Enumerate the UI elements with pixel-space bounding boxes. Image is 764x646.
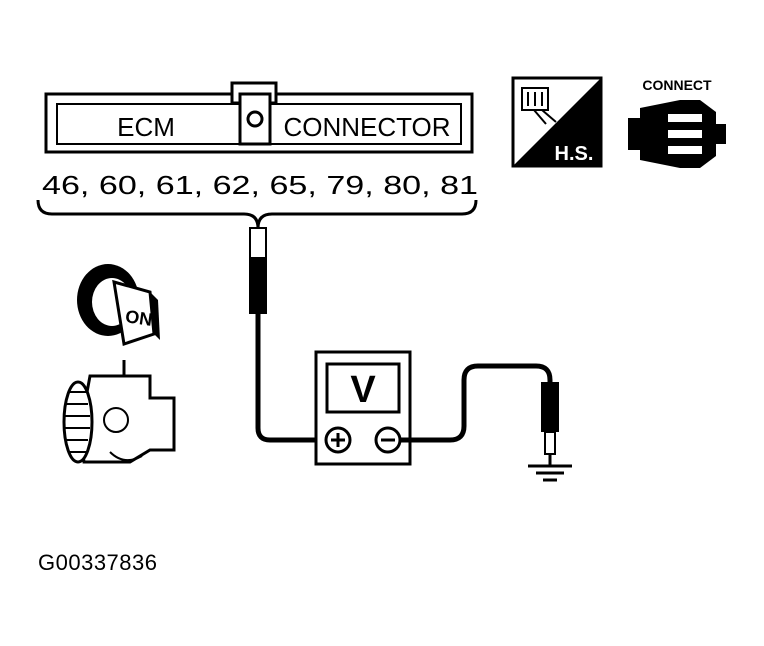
voltmeter: V <box>314 350 412 466</box>
figure-reference: G00337836 <box>38 550 158 575</box>
ecm-connector: ECM CONNECTOR <box>44 81 474 154</box>
ignition-on-icon: ON <box>77 264 160 346</box>
negative-probe <box>400 363 559 455</box>
positive-lead-wire <box>255 314 320 443</box>
engine-icon <box>62 360 176 464</box>
terminal-numbers: 46, 60, 61, 62, 65, 79, 80, 81 <box>42 170 478 200</box>
hs-label: H.S. <box>555 143 594 165</box>
connect-label: CONNECT <box>642 77 712 93</box>
connector-latch-circle <box>246 110 264 128</box>
ground-icon <box>528 454 572 482</box>
voltmeter-mode-label: V <box>350 369 376 411</box>
ignition-on-label: ON <box>124 306 154 330</box>
positive-probe <box>249 227 320 443</box>
connector-label: CONNECTOR <box>283 112 450 142</box>
negative-lead-wire <box>400 363 553 443</box>
harness-side-icon: H.S. <box>511 76 603 168</box>
connect-icon: CONNECT <box>628 77 726 168</box>
terminal-brace <box>36 199 478 229</box>
ecm-label: ECM <box>117 112 175 142</box>
